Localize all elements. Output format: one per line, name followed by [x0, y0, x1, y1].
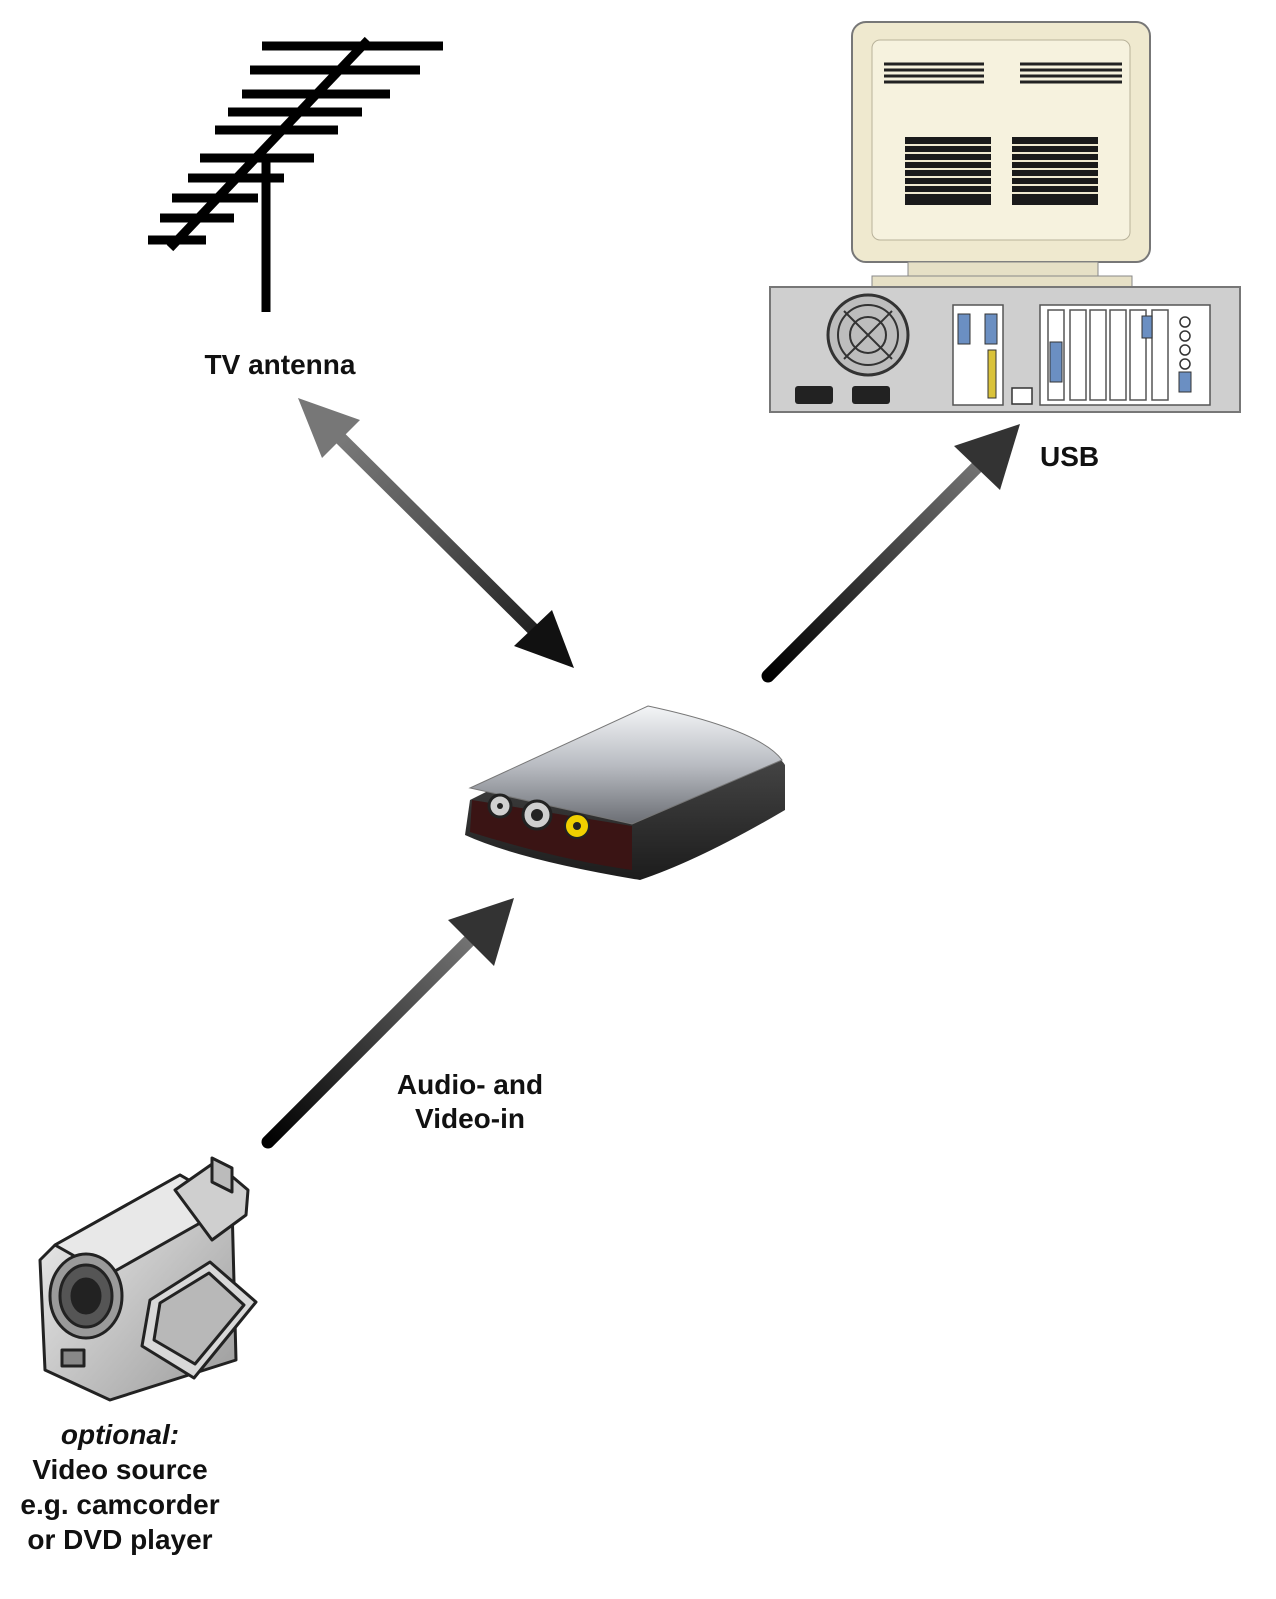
usb-label: USB: [1040, 441, 1100, 472]
audio-video-in-label: Audio- and Video-in: [370, 1068, 570, 1135]
usb-link-arrow: [761, 424, 1020, 683]
optional-label: optional:: [60, 1419, 180, 1450]
tv-antenna-label: TV antenna: [204, 349, 356, 380]
source-label-line-1: Video source: [32, 1454, 208, 1485]
camcorder-icon: [38, 1156, 258, 1402]
av-label-line-2: Video-in: [415, 1102, 525, 1134]
computer-icon: [769, 21, 1241, 413]
source-label-line-3: or DVD player: [27, 1524, 213, 1555]
antenna-link-arrow: [298, 398, 574, 668]
av-in-link-arrow: [261, 898, 514, 1149]
source-label-line-2: e.g. camcorder: [20, 1489, 220, 1520]
tv-antenna-icon: [148, 36, 443, 312]
av-label-line-1: Audio- and: [396, 1069, 544, 1100]
capture-device-icon: [465, 705, 785, 880]
video-source-label: optional: Video source e.g. camcorder or…: [0, 1417, 240, 1557]
